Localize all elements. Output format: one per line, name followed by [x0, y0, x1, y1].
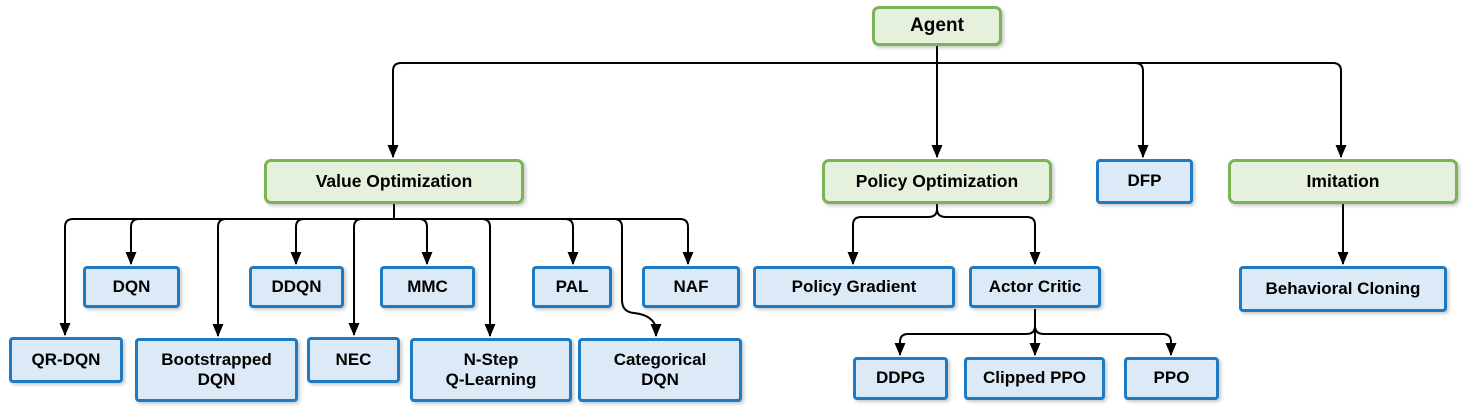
node-mmc: MMC	[380, 266, 475, 308]
node-naf: NAF	[642, 266, 740, 308]
node-imitation: Imitation	[1228, 159, 1458, 204]
node-qr-dqn: QR-DQN	[9, 337, 123, 383]
connector-vo-naf	[394, 218, 694, 265]
node-bootstrapped-dqn: Bootstrapped DQN	[135, 338, 298, 402]
connector-vo-pal	[394, 218, 579, 265]
node-actor-critic: Actor Critic	[969, 266, 1101, 308]
connector-vo-ddqn	[290, 218, 394, 265]
connector-vo-qr-dqn	[59, 218, 394, 336]
node-dqn: DQN	[83, 266, 180, 308]
connector-vo-mmc	[394, 218, 433, 265]
connector-agent-value-optimization	[387, 62, 937, 158]
node-pal: PAL	[532, 266, 612, 308]
node-ddqn: DDQN	[249, 266, 344, 308]
node-ddpg: DDPG	[853, 357, 948, 400]
node-ppo: PPO	[1124, 357, 1219, 400]
node-behavioral-cloning: Behavioral Cloning	[1239, 266, 1447, 312]
node-categorical-dqn: Categorical DQN	[578, 338, 742, 402]
connector-ac-ddpg	[894, 309, 1036, 356]
connector-agent-dfp	[937, 62, 1149, 158]
node-clipped-ppo: Clipped PPO	[964, 357, 1105, 400]
node-dfp: DFP	[1096, 159, 1193, 204]
node-policy-gradient: Policy Gradient	[753, 266, 955, 308]
connector-vo-dqn	[125, 218, 394, 265]
node-nec: NEC	[307, 337, 400, 383]
connector-vo-bootstrapped-dqn	[212, 218, 394, 337]
node-value-optimization: Value Optimization	[264, 159, 524, 204]
connector-po-actor-critic	[936, 204, 1041, 265]
connector-vo-nec	[348, 218, 394, 336]
connector-agent-imitation	[937, 62, 1347, 158]
connector-vo-categorical-dqn	[394, 218, 662, 337]
node-nstep-q-learning: N-Step Q-Learning	[410, 338, 572, 402]
node-agent: Agent	[872, 6, 1002, 46]
connector-po-policy-gradient	[847, 204, 938, 265]
node-policy-optimization: Policy Optimization	[822, 159, 1052, 204]
connector-ac-ppo	[1034, 309, 1177, 356]
